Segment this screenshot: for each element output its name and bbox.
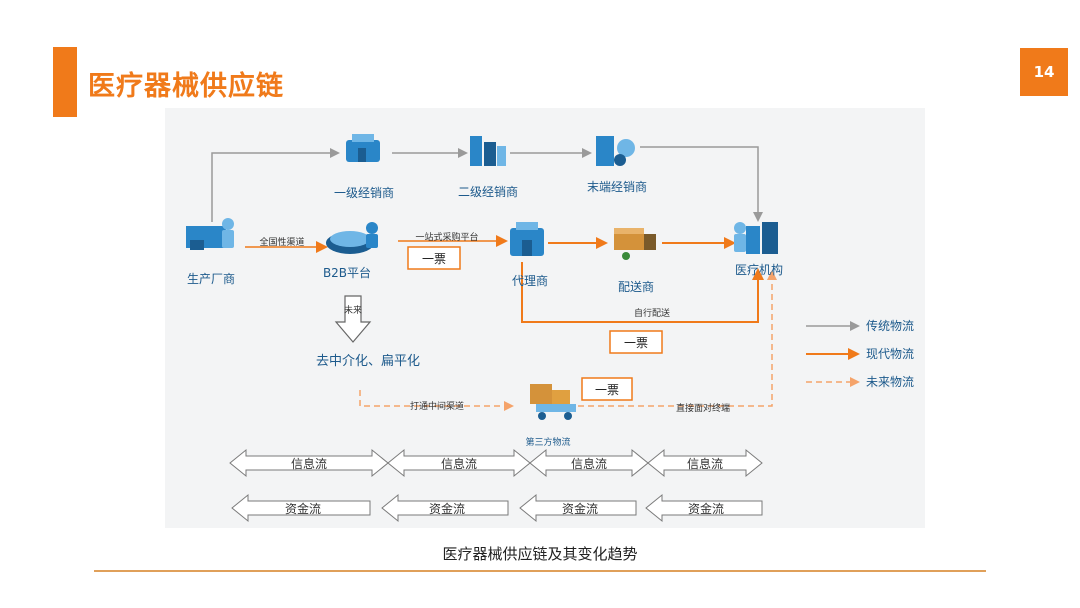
svg-text:资金流: 资金流 — [562, 501, 598, 516]
manufacturer-label: 生产厂商 — [187, 271, 235, 286]
ticket-box-1: 一票 — [407, 246, 461, 270]
second-distributor-label: 二级经销商 — [458, 184, 518, 199]
b2b-platform-icon — [326, 222, 378, 254]
terminal-distributor-icon — [596, 136, 635, 166]
agent-icon — [510, 222, 544, 256]
legend: 传统物流 现代物流 未来物流 — [806, 318, 914, 389]
delivery-label: 配送商 — [618, 279, 654, 294]
full-channel-label: 全国性渠道 — [259, 236, 304, 248]
traditional-flow-lines — [211, 146, 763, 222]
second-distributor-icon — [470, 136, 506, 166]
future-label: 未来 — [344, 304, 362, 316]
capital-flow-arrow: 资金流 — [519, 493, 637, 523]
capital-flow-arrow: 资金流 — [381, 493, 509, 523]
one-stop-label: 一站式采购平台 — [415, 231, 478, 243]
ticket-box-3: 一票 — [581, 377, 633, 401]
open-channel-label: 打通中间渠道 — [410, 400, 464, 412]
delivery-icon — [614, 228, 656, 260]
future-down-arrow: 未来 — [334, 295, 372, 343]
page-number: 14 — [1020, 48, 1068, 96]
svg-text:资金流: 资金流 — [429, 501, 465, 516]
title-accent-bar — [53, 47, 77, 117]
info-flow-row: 信息流 信息流 信息流 信息流 — [229, 448, 763, 478]
svg-text:资金流: 资金流 — [688, 501, 724, 516]
first-distributor-label: 一级经销商 — [334, 185, 394, 200]
svg-text:信息流: 信息流 — [441, 456, 477, 471]
decentralize-label: 去中介化、扁平化 — [316, 354, 420, 369]
first-distributor-icon — [346, 134, 380, 162]
self-delivery-label: 自行配送 — [634, 307, 670, 319]
modern-flow-lines — [245, 235, 764, 323]
terminal-distributor-label: 末端经销商 — [587, 179, 647, 194]
b2b-platform-label: B2B平台 — [323, 265, 371, 280]
info-flow-arrow: 信息流 — [387, 448, 531, 478]
capital-flow-arrow: 资金流 — [231, 493, 371, 523]
agent-label: 代理商 — [512, 273, 548, 288]
figure-caption: 医疗器械供应链及其变化趋势 — [442, 545, 638, 563]
svg-text:资金流: 资金流 — [285, 501, 321, 516]
svg-text:信息流: 信息流 — [291, 456, 327, 471]
ticket-box-2: 一票 — [609, 330, 663, 354]
legend-traditional: 传统物流 — [866, 318, 914, 333]
third-party-logistics-label: 第三方物流 — [525, 436, 570, 448]
medical-institution-label: 医疗机构 — [735, 262, 783, 277]
manufacturer-icon — [186, 218, 234, 250]
bottom-divider — [94, 570, 986, 572]
future-flow-lines — [359, 270, 777, 411]
capital-flow-arrow: 资金流 — [645, 493, 763, 523]
info-flow-arrow: 信息流 — [647, 448, 763, 478]
svg-text:一票: 一票 — [595, 383, 619, 397]
svg-text:一票: 一票 — [624, 336, 648, 350]
third-party-logistics-icon — [530, 384, 576, 420]
capital-flow-row: 资金流 资金流 资金流 资金流 — [231, 493, 763, 523]
medical-institution-icon — [734, 222, 778, 254]
legend-modern: 现代物流 — [866, 347, 914, 361]
svg-text:信息流: 信息流 — [687, 456, 723, 471]
info-flow-arrow: 信息流 — [229, 448, 389, 478]
svg-text:信息流: 信息流 — [571, 456, 607, 471]
page-title: 医疗器械供应链 — [88, 71, 284, 102]
svg-text:一票: 一票 — [422, 252, 446, 266]
direct-label: 直接面对终端 — [676, 402, 730, 414]
info-flow-arrow: 信息流 — [529, 448, 649, 478]
legend-future: 未来物流 — [866, 375, 914, 389]
